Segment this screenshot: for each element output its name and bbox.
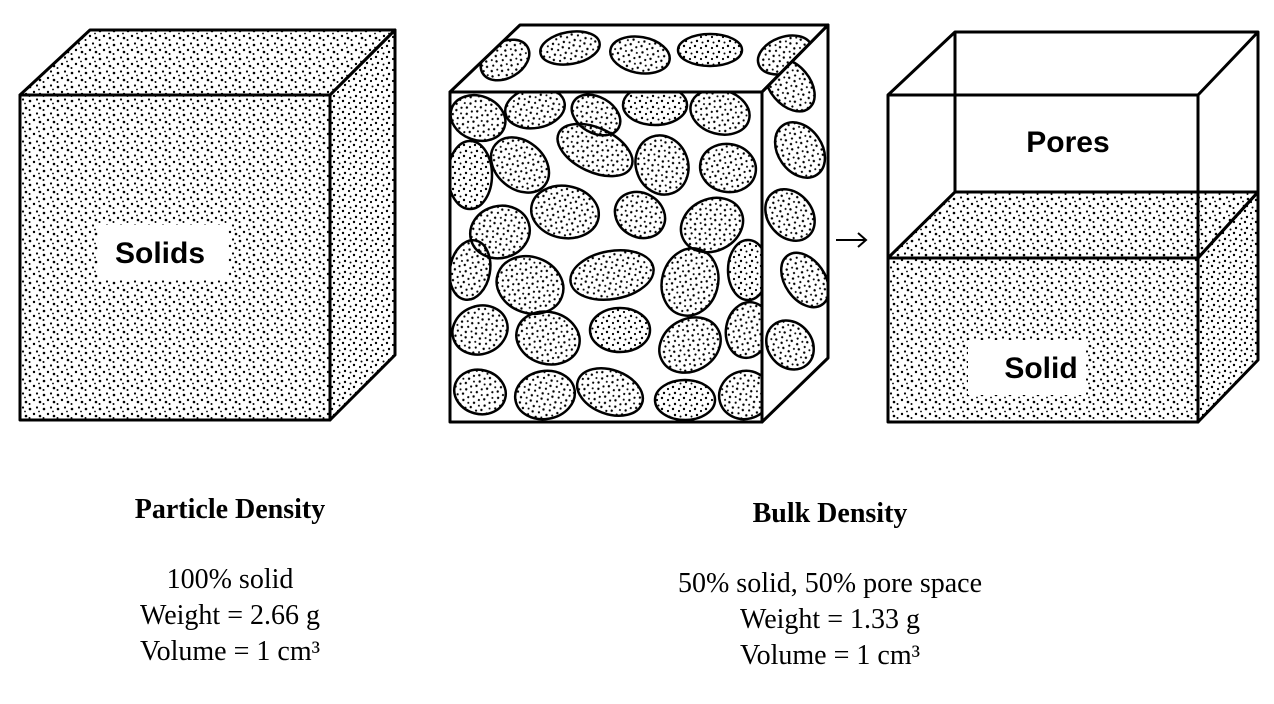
soil-grain [489, 136, 551, 194]
soil-grain [575, 367, 645, 417]
solid-label-bg [968, 340, 1086, 395]
soil-grain [613, 190, 667, 240]
solids-label: Solids [115, 237, 205, 270]
solids-label-bg [98, 225, 228, 280]
soil-grain [450, 139, 494, 211]
pores-label: Pores [1026, 126, 1109, 159]
soil-grain [513, 369, 577, 421]
soil-grain [588, 306, 652, 354]
soil-grain [679, 196, 745, 254]
solid-cube-side [328, 28, 397, 422]
soil-grain [450, 93, 507, 143]
soil-grain [653, 378, 717, 422]
bulk-density-line1: 50% solid, 50% pore space [677, 568, 983, 599]
soil-grain [717, 369, 762, 421]
soil-grain [621, 92, 689, 127]
soil-grain [609, 35, 671, 75]
soil-grain [515, 310, 581, 366]
soil-grain [779, 251, 828, 309]
bulk-density-weight: Weight = 1.33 g [740, 604, 920, 635]
soil-grain [764, 188, 816, 242]
soil-grain [660, 247, 720, 317]
solid-layer-top [886, 190, 1260, 260]
soil-grain [634, 134, 690, 196]
solid-cube [18, 28, 397, 422]
soil-grain [529, 184, 601, 240]
bulk-density-title: Bulk Density [752, 498, 908, 529]
soil-grain [569, 249, 655, 301]
soil-grain [452, 368, 508, 416]
bulk-cube [448, 23, 830, 424]
soil-grain [698, 142, 758, 194]
soil-grain [556, 122, 634, 178]
particle-density-line1: 100% solid [166, 564, 294, 595]
right-arrow-icon [836, 232, 868, 248]
soil-grain [765, 319, 815, 371]
soil-grain [726, 238, 762, 302]
soil-grain [539, 30, 601, 66]
soil-grain [658, 316, 722, 374]
bulk-density-caption: Bulk Density 50% solid, 50% pore space W… [620, 498, 1040, 674]
soil-grain [676, 32, 744, 68]
soil-grain [504, 92, 566, 130]
soil-grain [724, 300, 762, 360]
particle-density-volume: Volume = 1 cm³ [140, 636, 320, 667]
soil-grain [451, 304, 509, 356]
particle-density-caption: Particle Density 100% solid Weight = 2.6… [70, 494, 390, 670]
soil-grain [689, 92, 751, 136]
solid-label: Solid [1004, 352, 1077, 385]
particle-density-weight: Weight = 2.66 g [140, 600, 320, 631]
soil-grain [773, 121, 827, 179]
particle-density-title: Particle Density [134, 494, 326, 525]
bulk-density-volume: Volume = 1 cm³ [740, 640, 920, 671]
soil-grain [495, 254, 565, 316]
